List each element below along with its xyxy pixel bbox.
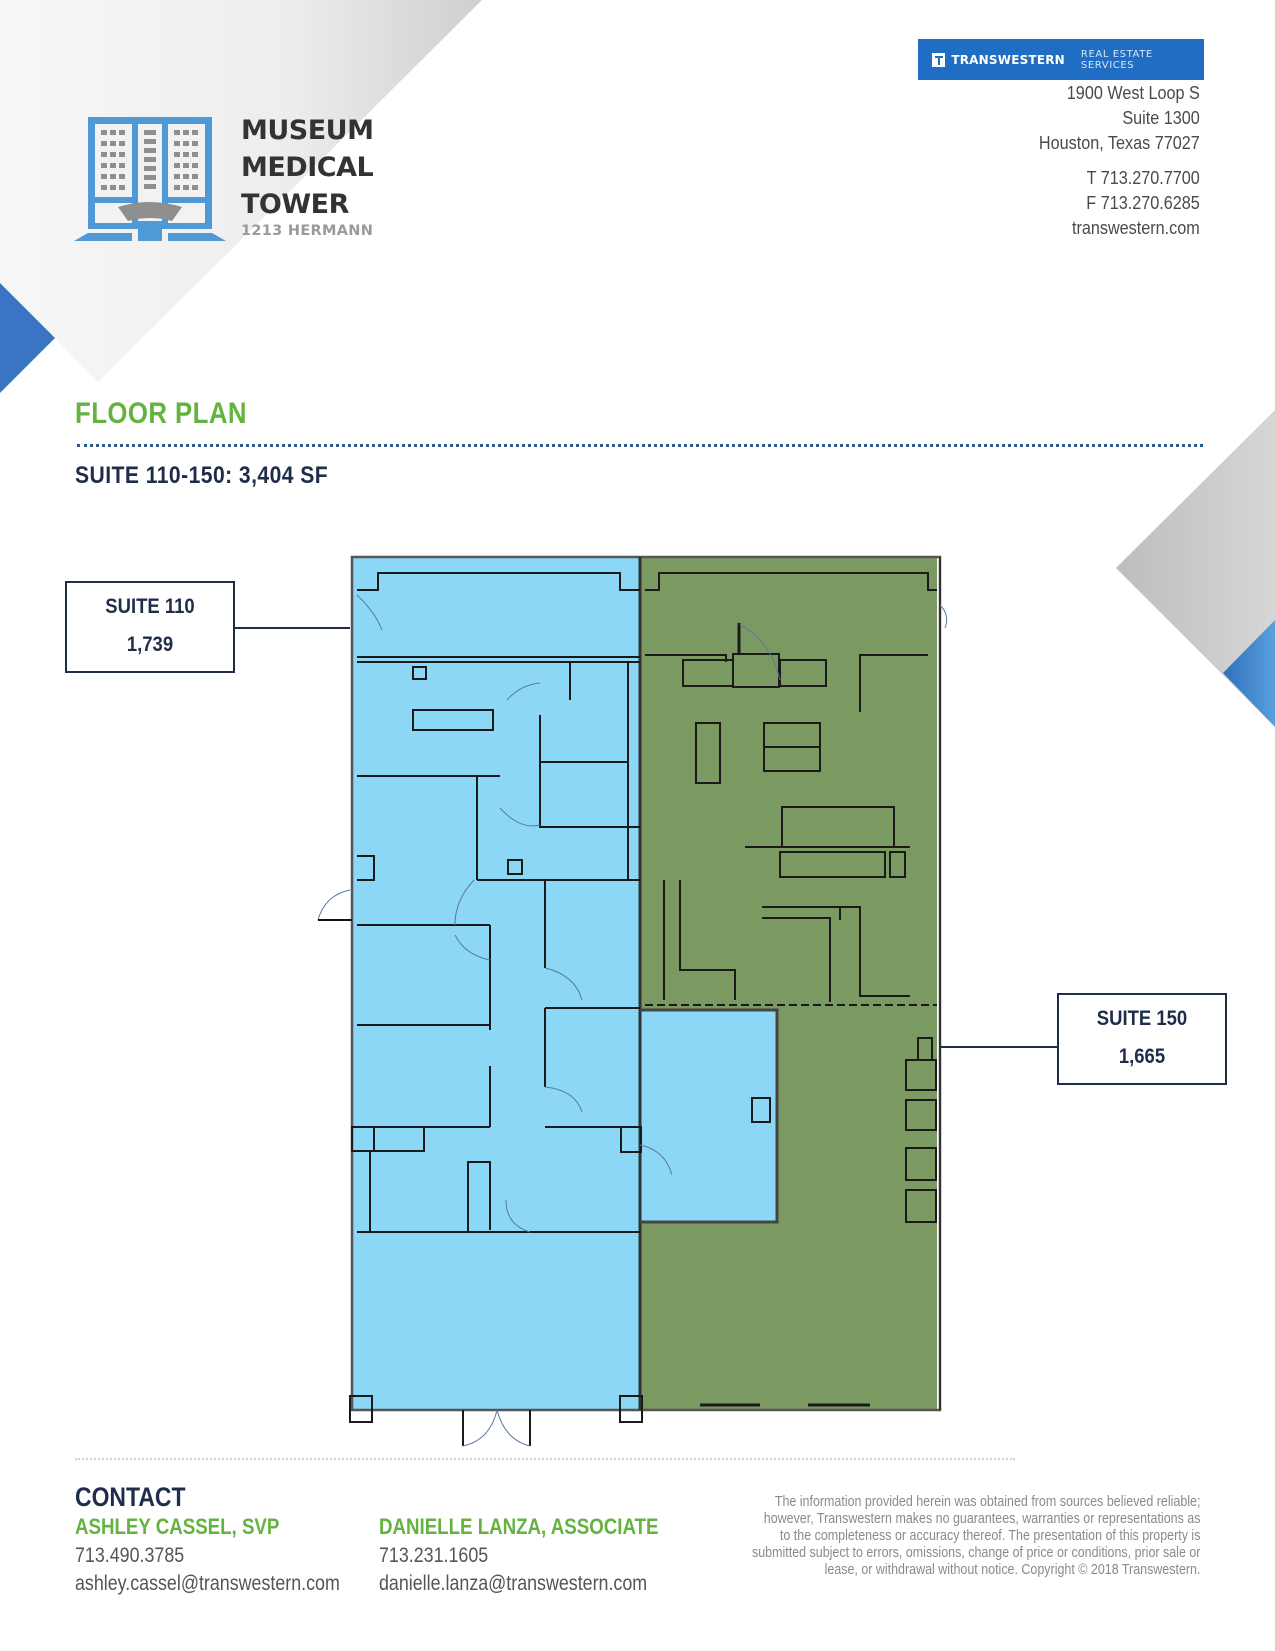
broker-address: 1900 West Loop S Suite 1300 Houston, Tex… <box>1021 81 1200 241</box>
transwestern-banner: TRANSWESTERN REAL ESTATE SERVICES <box>918 39 1204 80</box>
contact-2-name: DANIELLE LANZA, ASSOCIATE <box>379 1514 659 1539</box>
section-divider <box>77 444 1203 447</box>
address-line-3: Houston, Texas 77027 <box>1039 133 1200 153</box>
contact-title: CONTACT <box>75 1482 186 1512</box>
transwestern-brand: TRANSWESTERN <box>951 52 1065 67</box>
contact-card-2: DANIELLE LANZA, ASSOCIATE 713.231.1605 d… <box>379 1514 708 1598</box>
contact-1-phone[interactable]: 713.490.3785 <box>75 1544 185 1567</box>
suite-total-area: SUITE 110-150: 3,404 SF <box>75 462 329 489</box>
disclaimer-line-5: lease, or withdrawal without notice. Cop… <box>824 1562 1200 1578</box>
section-title: FLOOR PLAN <box>75 397 247 430</box>
blue-triangle-right <box>1223 620 1275 727</box>
broker-fax: F 713.270.6285 <box>1086 193 1200 213</box>
suite-150-callout: SUITE 150 1,665 <box>1057 993 1227 1085</box>
address-line-1: 1900 West Loop S <box>1066 83 1200 103</box>
contact-card-1: ASHLEY CASSEL, SVP 713.490.3785 ashley.c… <box>75 1514 387 1598</box>
suite-150-area <box>640 557 937 1410</box>
footer-divider <box>75 1458 1015 1460</box>
broker-website[interactable]: transwestern.com <box>1072 218 1200 238</box>
blue-triangle-left <box>0 283 55 393</box>
suite-110-callout: SUITE 110 1,739 <box>65 581 235 673</box>
suite-150-area-value: 1,665 <box>1118 1045 1166 1068</box>
address-line-2: Suite 1300 <box>1122 108 1200 128</box>
transwestern-logo-icon <box>932 52 946 67</box>
disclaimer: The information provided herein was obta… <box>752 1494 1200 1579</box>
disclaimer-line-1: The information provided herein was obta… <box>774 1494 1200 1510</box>
disclaimer-line-2: however, Transwestern makes no guarantee… <box>763 1511 1200 1527</box>
transwestern-tagline: REAL ESTATE SERVICES <box>1080 48 1153 71</box>
gray-triangle-right <box>1116 410 1275 727</box>
logo-title-line-2: MEDICAL <box>241 152 374 183</box>
logo-title-line-1: MUSEUM <box>241 115 374 146</box>
disclaimer-line-3: to the completeness or accuracy thereof.… <box>779 1528 1200 1544</box>
contact-2-email[interactable]: danielle.lanza@transwestern.com <box>379 1572 648 1595</box>
disclaimer-line-4: submitted subject to errors, omissions, … <box>751 1545 1200 1561</box>
contact-2-phone[interactable]: 713.231.1605 <box>379 1544 489 1567</box>
building-icon <box>74 117 226 241</box>
logo-title-line-3: TOWER <box>241 189 349 220</box>
suite-110-name: SUITE 110 <box>105 595 195 618</box>
contact-1-email[interactable]: ashley.cassel@transwestern.com <box>75 1572 340 1595</box>
contact-1-name: ASHLEY CASSEL, SVP <box>75 1514 280 1539</box>
suite-150-name: SUITE 150 <box>1096 1007 1188 1030</box>
logo-wordmark: MUSEUM MEDICAL TOWER 1213 HERMANN <box>241 112 374 239</box>
suite-110-area <box>352 557 777 1410</box>
broker-phone: T 713.270.7700 <box>1086 168 1200 188</box>
suite-110-area-value: 1,739 <box>126 633 174 656</box>
gray-triangle-top-left <box>0 0 482 382</box>
logo-address: 1213 HERMANN <box>241 223 374 239</box>
